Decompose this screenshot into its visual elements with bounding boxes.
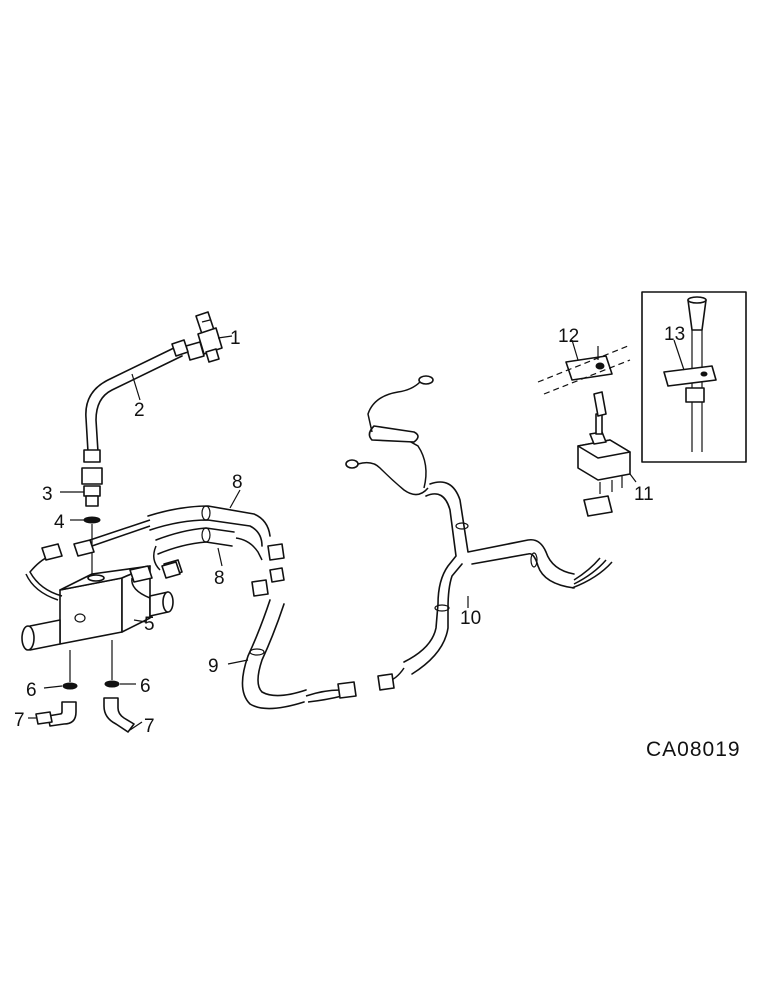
- callout-6-left: 6: [26, 680, 37, 701]
- mounting-plate-part-12: [537, 339, 631, 395]
- callout-3: 3: [42, 484, 53, 505]
- callout-2: 2: [134, 400, 145, 421]
- callout-4: 4: [54, 512, 65, 533]
- elbow-part-7-right: [103, 697, 143, 733]
- callout-8-upper: 8: [232, 472, 243, 493]
- valve-block-part-5: [21, 524, 174, 651]
- elbow-part-7-left: [28, 701, 77, 727]
- callout-1: 1: [230, 328, 241, 349]
- callout-5: 5: [144, 614, 155, 635]
- callout-7-right: 7: [144, 716, 155, 737]
- toggle-switch-part-11: [577, 391, 637, 517]
- harness-part-8: [147, 489, 285, 597]
- washer-part-4: [70, 516, 101, 524]
- ground-leads: [345, 375, 434, 496]
- callout-13: 13: [664, 324, 685, 345]
- callout-12: 12: [558, 326, 579, 347]
- detail-inset: [641, 291, 747, 463]
- callout-9: 9: [208, 656, 219, 677]
- washer-part-6-left: [43, 650, 78, 690]
- washer-part-6-right: [104, 640, 136, 688]
- tee-fitting-part-1: [185, 311, 233, 363]
- callout-6-right: 6: [140, 676, 151, 697]
- harness-part-9: [227, 599, 357, 710]
- drawing-code: CA08019: [646, 738, 741, 761]
- callout-7-left: 7: [14, 710, 25, 731]
- bent-pipe-part-2: [81, 339, 189, 485]
- fitting-part-3: [60, 485, 101, 507]
- callout-10: 10: [460, 608, 481, 629]
- callout-11: 11: [634, 484, 654, 505]
- callout-8-lower: 8: [214, 568, 225, 589]
- harness-part-10: [377, 481, 613, 691]
